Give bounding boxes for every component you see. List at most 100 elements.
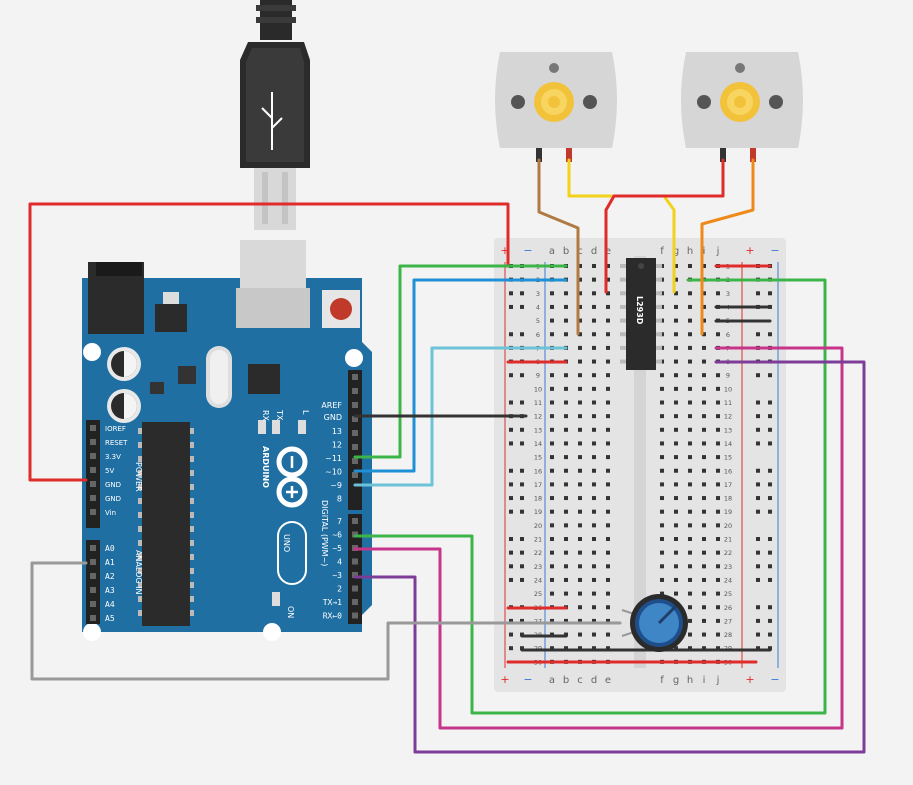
breadboard-hole bbox=[688, 605, 692, 610]
mounting-hole bbox=[83, 623, 101, 641]
breadboard-hole bbox=[674, 427, 678, 432]
breadboard-hole bbox=[660, 537, 664, 541]
breadboard-hole bbox=[550, 564, 554, 569]
analog-header-label: ANALOG IN bbox=[134, 550, 143, 595]
digital-pin-label: 13 bbox=[332, 427, 342, 436]
breadboard-row-label: 25 bbox=[534, 590, 542, 598]
breadboard-column-label: f bbox=[660, 246, 664, 257]
breadboard-hole bbox=[520, 482, 524, 487]
breadboard-hole bbox=[674, 591, 678, 596]
digital-pin-label: 12 bbox=[332, 441, 342, 450]
breadboard-hole bbox=[716, 605, 720, 610]
breadboard-column-label: h bbox=[687, 246, 693, 257]
arduino-brand: ARDUINO bbox=[261, 446, 270, 488]
breadboard-hole bbox=[702, 414, 706, 419]
breadboard-hole bbox=[592, 277, 596, 282]
breadboard-hole bbox=[716, 373, 720, 378]
header-pin bbox=[352, 416, 358, 422]
breadboard-hole bbox=[520, 468, 524, 473]
chip-pin bbox=[138, 470, 142, 476]
breadboard-hole bbox=[756, 618, 760, 623]
breadboard-row-label: 22 bbox=[724, 549, 732, 557]
breadboard-hole bbox=[578, 509, 582, 514]
breadboard-hole bbox=[592, 646, 596, 651]
breadboard-hole bbox=[564, 537, 568, 541]
chip-pin bbox=[138, 428, 142, 434]
breadboard-hole bbox=[564, 482, 568, 487]
breadboard-column-label: c bbox=[577, 675, 583, 686]
breadboard-hole bbox=[688, 304, 692, 309]
breadboard-row-label: 23 bbox=[724, 563, 732, 571]
breadboard-hole bbox=[564, 577, 568, 582]
chip-pin bbox=[138, 526, 142, 532]
breadboard-hole bbox=[756, 496, 760, 501]
breadboard-hole bbox=[702, 646, 706, 651]
ic-pin bbox=[654, 318, 662, 323]
arduino-logo bbox=[276, 446, 308, 508]
analog-pin-label: A5 bbox=[105, 614, 115, 623]
breadboard-row-label: 11 bbox=[534, 399, 542, 407]
breadboard-row-label: 27 bbox=[724, 617, 732, 625]
breadboard-hole bbox=[716, 427, 720, 432]
breadboard-hole bbox=[688, 345, 692, 350]
wire-motor-red bbox=[604, 158, 725, 294]
analog-header bbox=[86, 540, 100, 624]
breadboard-hole bbox=[768, 618, 772, 623]
breadboard-column-label: f bbox=[660, 675, 664, 686]
breadboard-hole bbox=[716, 468, 720, 473]
chip-pin bbox=[190, 554, 194, 560]
digital-pin-label: 7 bbox=[337, 517, 342, 526]
power-pin-label: 3.3V bbox=[105, 453, 121, 461]
breadboard-hole bbox=[688, 482, 692, 487]
breadboard-hole bbox=[756, 441, 760, 446]
tx-label: TX bbox=[275, 409, 284, 421]
breadboard-hole bbox=[578, 441, 582, 446]
breadboard-hole bbox=[578, 496, 582, 501]
wire-pin6-green bbox=[353, 278, 827, 715]
breadboard-hole bbox=[768, 550, 772, 555]
breadboard-column-label: g bbox=[673, 246, 679, 257]
breadboard-hole bbox=[592, 332, 596, 337]
breadboard-hole bbox=[592, 632, 596, 637]
breadboard-hole bbox=[606, 441, 610, 446]
breadboard-hole bbox=[578, 646, 582, 651]
breadboard-hole bbox=[564, 373, 568, 378]
breadboard-hole bbox=[550, 537, 554, 541]
gear-icon bbox=[720, 82, 760, 122]
breadboard-hole bbox=[606, 537, 610, 541]
digital-pin-label: 2 bbox=[337, 585, 342, 594]
breadboard-hole bbox=[550, 386, 554, 391]
digital-pin-label: GND bbox=[324, 413, 342, 422]
breadboard-hole bbox=[606, 386, 610, 391]
chip-pins bbox=[138, 428, 194, 616]
header-pin bbox=[90, 425, 96, 431]
chip-pin bbox=[138, 540, 142, 546]
l293d-ic: L293D bbox=[620, 258, 662, 370]
wire-5v-red bbox=[28, 202, 510, 482]
breadboard-hole bbox=[768, 632, 772, 637]
breadboard-hole bbox=[688, 537, 692, 541]
breadboard-hole bbox=[564, 591, 568, 596]
breadboard-hole bbox=[674, 318, 678, 323]
breadboard-hole bbox=[564, 400, 568, 405]
header-pin bbox=[352, 472, 358, 478]
breadboard-hole bbox=[578, 304, 582, 309]
breadboard-hole bbox=[592, 605, 596, 610]
power-header bbox=[86, 420, 100, 528]
wire-motor-brown bbox=[537, 158, 580, 336]
breadboard-hole bbox=[756, 564, 760, 569]
chip-pin bbox=[190, 596, 194, 602]
power-pin-label: GND bbox=[105, 481, 121, 489]
breadboard-hole bbox=[509, 564, 513, 569]
breadboard-hole bbox=[756, 468, 760, 473]
analog-pin-label: A2 bbox=[105, 572, 115, 581]
breadboard-hole bbox=[550, 304, 554, 309]
voltage-regulator bbox=[155, 304, 187, 332]
breadboard-hole bbox=[509, 373, 513, 378]
breadboard-hole bbox=[702, 496, 706, 501]
breadboard-hole bbox=[768, 537, 772, 541]
wire-motor-orange bbox=[700, 158, 755, 336]
breadboard-column-label: a bbox=[549, 246, 555, 257]
breadboard-hole bbox=[564, 304, 568, 309]
potentiometer[interactable] bbox=[621, 594, 688, 652]
